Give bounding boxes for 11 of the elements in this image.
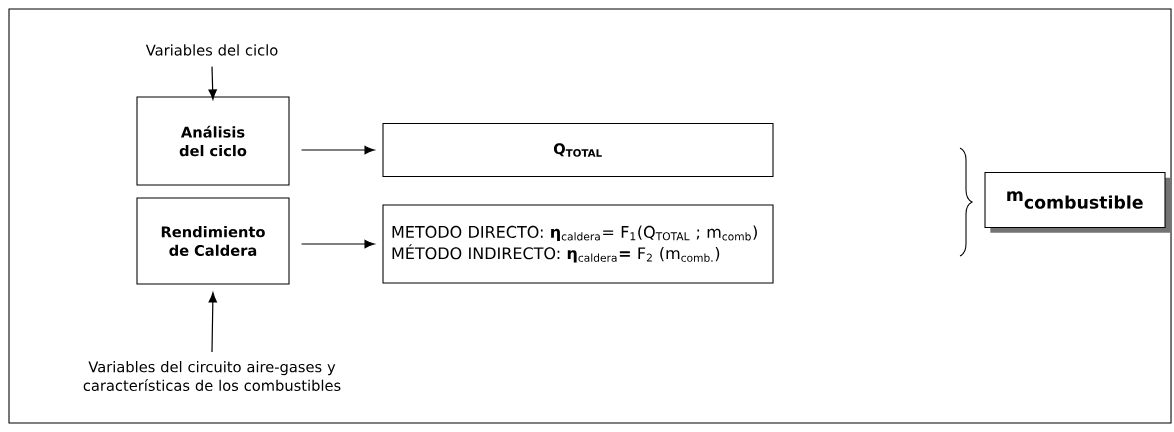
arrow [208,292,217,353]
result-box: $\textbf{m}_{\textbf{combustible}}$ [984,172,1171,233]
arrow [300,239,375,249]
formula-box: METODO DIRECTO: η$_{caldera}$= F$_{1}$(Q$_{TOTAL}$ ; m$_{comb}$) MÉTODO INDIRECTO: η$_{caldera}$= F$_{2}$ (m$_{comb.}$) [382,204,774,284]
result-box: Q$_{TOTAL}$ [382,122,774,178]
input-label: Variables del ciclo [145,44,278,56]
arrow [208,66,217,100]
process-box: Rendimiento de Caldera [136,197,290,285]
input-label: Variables del circuito aire-gases y características de los combustibles [83,361,341,391]
process-box: Análisis del ciclo [136,96,290,186]
arrow [300,145,375,155]
